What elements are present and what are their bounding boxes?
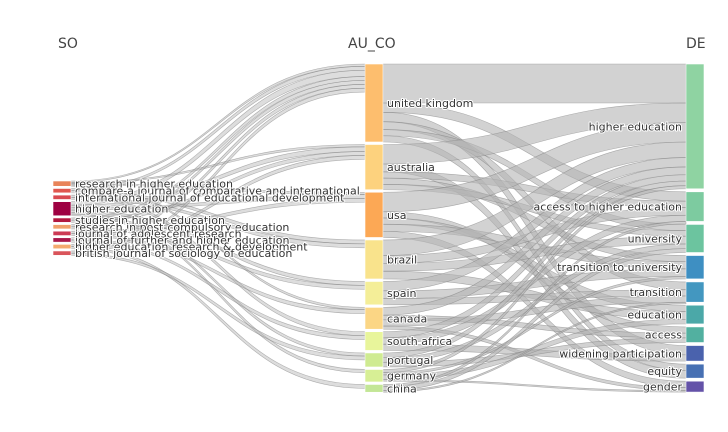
node-so-journal-of-further-and-higher-education[interactable] — [52, 237, 72, 243]
node-so-studies-in-higher-education[interactable] — [52, 217, 72, 223]
node-label-au-co-united-kingdom: united kingdom — [387, 97, 473, 110]
node-de-equity[interactable] — [685, 363, 705, 379]
node-so-compare-a-journal-of-comparative-and-international[interactable] — [52, 188, 72, 194]
link-british-journal-of-sociology-of-education-to-portugal[interactable] — [70, 252, 366, 361]
node-de-education[interactable] — [685, 304, 705, 325]
node-so-international-journal-of-educational-development[interactable] — [52, 194, 72, 200]
node-label-au-co-canada: canada — [387, 312, 427, 325]
node-de-widening-participation[interactable] — [685, 345, 705, 362]
node-label-de-education: education — [627, 309, 682, 322]
node-label-de-widening-participation: widening participation — [559, 347, 682, 360]
column-header-so: SO — [58, 36, 78, 52]
node-so-research-in-post-compulsory-education[interactable] — [52, 224, 72, 230]
node-au-co-portugal[interactable] — [364, 352, 384, 368]
node-label-so-international-journal-of-educational-development: international journal of educational dev… — [75, 191, 345, 204]
node-label-so-compare-a-journal-of-comparative-and-international: compare-a journal of comparative and int… — [75, 185, 360, 198]
link-china-to-transition[interactable] — [382, 301, 687, 393]
node-au-co-south-africa[interactable] — [364, 331, 384, 351]
node-label-so-journal-of-further-and-higher-education: journal of further and higher education — [74, 234, 289, 247]
node-au-co-china[interactable] — [364, 384, 384, 393]
node-label-so-journal-of-adolescent-research: journal of adolescent research — [74, 227, 242, 240]
node-de-access-to-higher-education[interactable] — [685, 191, 705, 222]
node-label-so-research-in-higher-education: research in higher education — [75, 178, 233, 191]
node-au-co-australia[interactable] — [364, 144, 384, 191]
node-de-transition-to-university[interactable] — [685, 255, 705, 280]
node-so-higher-education-research-development[interactable] — [52, 244, 72, 250]
node-de-transition[interactable] — [685, 281, 705, 303]
node-label-au-co-portugal: portugal — [387, 354, 433, 367]
node-label-au-co-germany: germany — [387, 370, 437, 383]
node-label-so-studies-in-higher-education: studies in higher education — [75, 214, 225, 227]
node-au-co-usa[interactable] — [364, 191, 384, 238]
node-label-so-british-journal-of-sociology-of-education: british journal of sociology of educatio… — [75, 247, 292, 260]
node-au-co-brazil[interactable] — [364, 239, 384, 280]
node-label-so-research-in-post-compulsory-education: research in post-compulsory education — [75, 221, 289, 234]
column-header-de: DE — [686, 36, 706, 52]
column-header-au-co: AU_CO — [348, 36, 396, 52]
node-label-au-co-spain: spain — [387, 287, 417, 300]
link-china-to-access-to-higher-education[interactable] — [382, 221, 687, 388]
node-label-de-equity: equity — [647, 365, 682, 378]
node-label-de-university: university — [628, 232, 683, 245]
node-label-de-gender: gender — [643, 381, 682, 394]
node-label-so-higher-education-research-development: higher education research & development — [75, 241, 308, 254]
node-so-higher-education[interactable] — [52, 201, 72, 217]
node-de-access[interactable] — [685, 326, 705, 343]
node-label-au-co-usa: usa — [387, 209, 406, 222]
node-so-british-journal-of-sociology-of-education[interactable] — [52, 250, 72, 256]
node-label-de-transition-to-university: transition to university — [557, 261, 682, 274]
node-label-de-access: access — [645, 329, 682, 342]
node-label-au-co-south-africa: south africa — [387, 335, 452, 348]
node-label-au-co-brazil: brazil — [387, 253, 417, 266]
links-group — [70, 63, 687, 393]
node-au-co-germany[interactable] — [364, 369, 384, 383]
node-label-de-transition: transition — [630, 286, 682, 299]
node-so-journal-of-adolescent-research[interactable] — [52, 230, 72, 236]
node-de-higher-education[interactable] — [685, 63, 705, 190]
node-au-co-united-kingdom[interactable] — [364, 63, 384, 143]
node-label-au-co-australia: australia — [387, 161, 435, 174]
node-de-university[interactable] — [685, 224, 705, 253]
node-au-co-canada[interactable] — [364, 307, 384, 330]
node-so-research-in-higher-education[interactable] — [52, 180, 72, 187]
node-label-de-access-to-higher-education: access to higher education — [534, 201, 682, 214]
node-de-gender[interactable] — [685, 380, 705, 393]
node-au-co-spain[interactable] — [364, 281, 384, 306]
node-label-au-co-china: china — [387, 382, 417, 395]
node-label-de-higher-education: higher education — [589, 120, 682, 133]
node-label-so-higher-education: higher education — [75, 203, 168, 216]
